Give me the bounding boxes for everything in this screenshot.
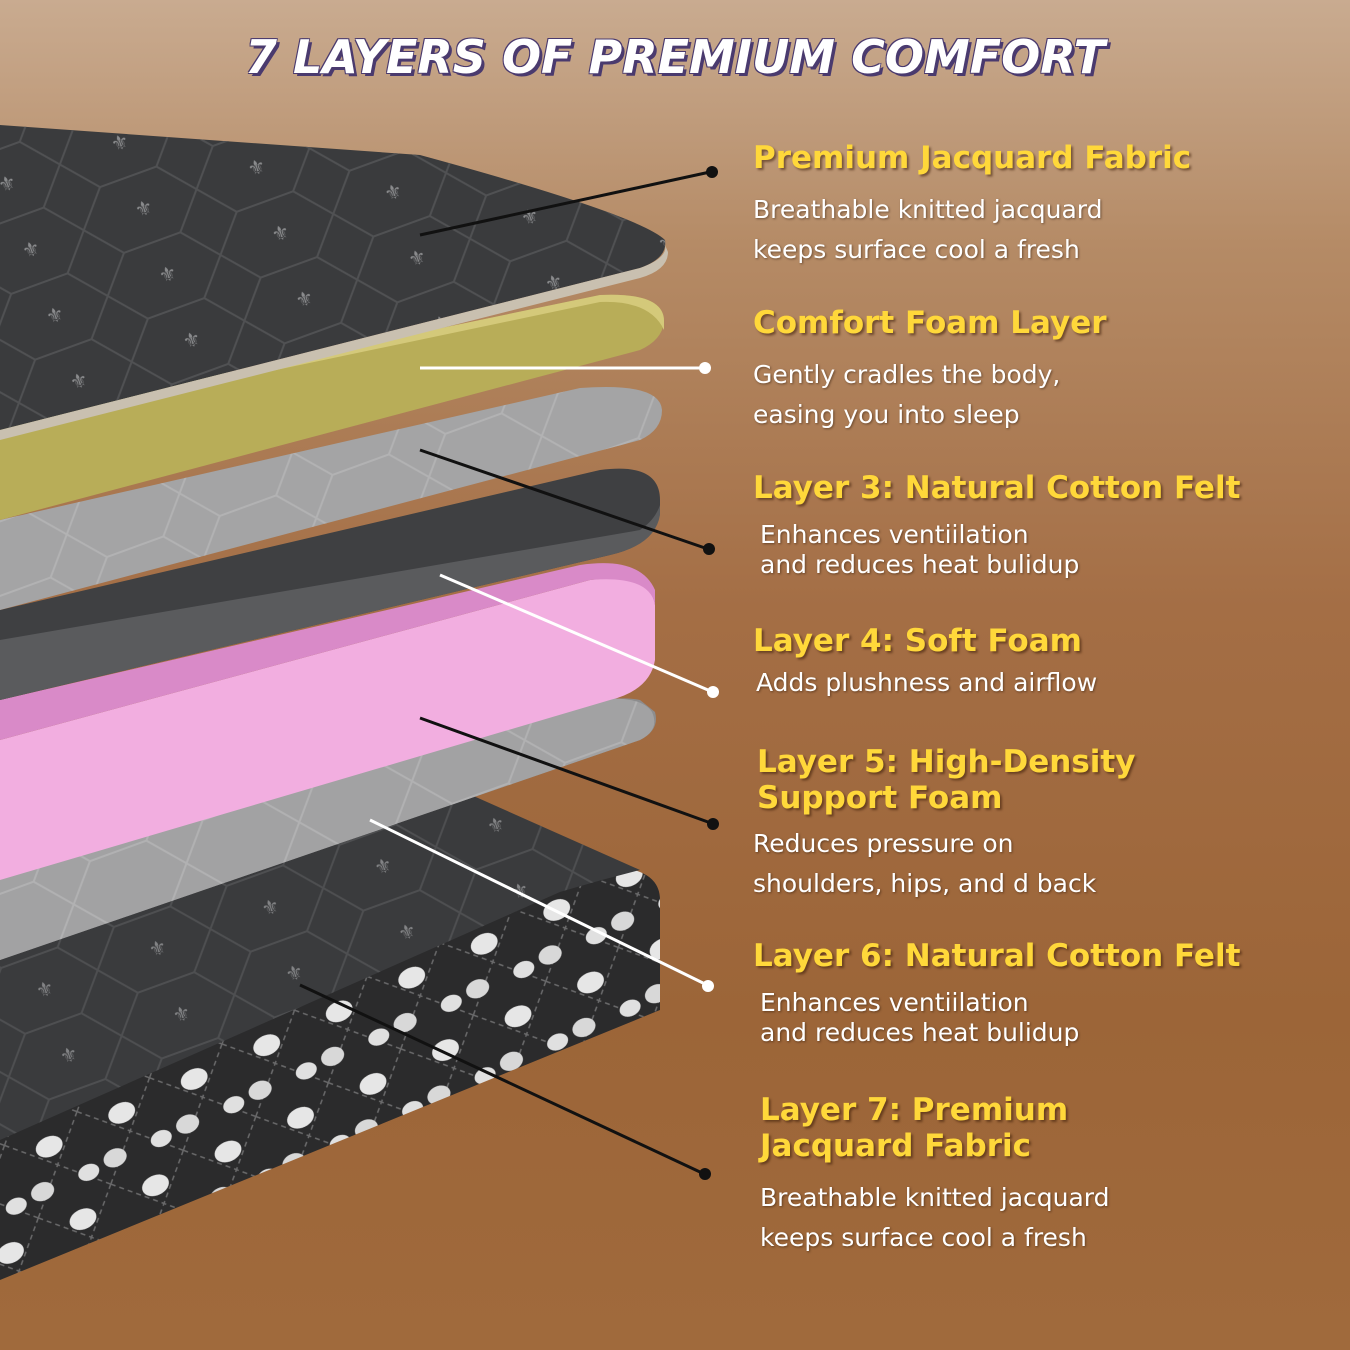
layer-1-description: Breathable knitted jacquard keeps surfac… — [753, 195, 1103, 264]
layer-7-heading: Layer 7: Premium Jacquard Fabric — [760, 1092, 1069, 1164]
layer3-shape — [0, 386, 662, 610]
leader-line-4 — [439, 573, 709, 692]
layer-6-label: Layer 6: Natural Cotton Felt Enhances ve… — [753, 938, 1240, 1048]
layer-6-description: Enhances ventiilation and reduces heat b… — [760, 988, 1080, 1047]
layer-2-heading: Comfort Foam Layer — [753, 305, 1107, 341]
layer-4-heading: Layer 4: Soft Foam — [753, 623, 1082, 659]
layer-3-heading: Layer 3: Natural Cotton Felt — [753, 470, 1241, 506]
leader-line-1 — [419, 170, 711, 237]
leader-line-6 — [369, 818, 704, 985]
layer-7-description: Breathable knitted jacquard keeps surfac… — [760, 1183, 1110, 1252]
layer6-shape — [0, 698, 656, 960]
layer4-shape — [0, 468, 660, 700]
leader-line-7 — [299, 983, 701, 1174]
layer1-shape — [0, 125, 668, 440]
layer-4-description: Adds plushness and airflow — [756, 668, 1098, 697]
page-title: 7 LAYERS OF PREMIUM COMFORT — [245, 30, 1105, 84]
layer-5-description: Reduces pressure on shoulders, hips, and… — [753, 829, 1097, 898]
layer-3-description: Enhances ventiilation and reduces heat b… — [760, 520, 1080, 579]
layer-3-label: Layer 3: Natural Cotton Felt Enhances ve… — [753, 470, 1240, 580]
layer-5-heading: Layer 5: High-Density Support Foam — [757, 744, 1136, 816]
layer-2-label: Comfort Foam Layer Gently cradles the bo… — [753, 305, 1107, 435]
layer-2-description: Gently cradles the body, easing you into… — [753, 360, 1061, 429]
layer5-shape — [0, 563, 655, 880]
layer-7-label: Layer 7: Premium Jacquard Fabric Breatha… — [760, 1092, 1110, 1258]
layer-5-label: Layer 5: High-Density Support Foam Reduc… — [753, 744, 1136, 904]
layer-1-label: Premium Jacquard Fabric Breathable knitt… — [753, 140, 1191, 270]
layer2-shape — [0, 294, 665, 520]
layer-4-label: Layer 4: Soft Foam Adds plushness and ai… — [753, 623, 1097, 703]
layer-6-heading: Layer 6: Natural Cotton Felt — [753, 938, 1241, 974]
leader-line-5 — [419, 716, 709, 824]
leader-lines — [299, 166, 719, 1180]
layer-1-heading: Premium Jacquard Fabric — [753, 140, 1192, 176]
leader-line-3 — [419, 448, 706, 550]
